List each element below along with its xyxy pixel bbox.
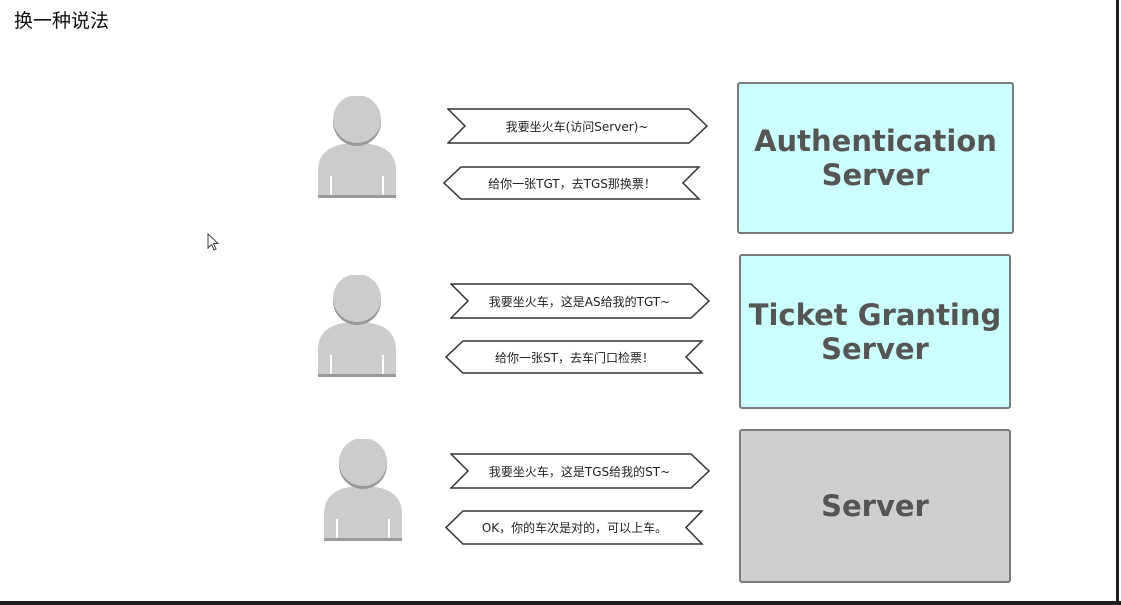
server-name-line: Server bbox=[821, 158, 930, 192]
page-border-right bbox=[1116, 0, 1119, 605]
server-name-line: Server bbox=[821, 489, 929, 523]
request-arrow: 我要坐火车，这是TGS给我的ST~ bbox=[449, 453, 711, 489]
server-box: Server bbox=[739, 429, 1011, 583]
response-text: OK，你的车次是对的，可以上车。 bbox=[481, 521, 668, 535]
page-border-bottom bbox=[0, 601, 1121, 605]
user-icon bbox=[316, 274, 398, 383]
request-text: 我要坐火车，这是TGS给我的ST~ bbox=[488, 464, 671, 479]
response-arrow: 给你一张ST，去车门口检票！ bbox=[444, 340, 704, 374]
authentication-server-box: Authentication Server bbox=[737, 82, 1014, 234]
user-icon bbox=[316, 95, 398, 204]
request-arrow: 我要坐火车(访问Server)~ bbox=[446, 108, 709, 144]
user-icon bbox=[322, 438, 404, 547]
response-text: 给你一张TGT，去TGS那换票！ bbox=[488, 176, 656, 191]
mouse-cursor-icon bbox=[207, 232, 220, 255]
server-name-line: Ticket Granting bbox=[748, 297, 1002, 332]
request-text: 我要坐火车(访问Server)~ bbox=[505, 119, 649, 134]
request-arrow: 我要坐火车，这是AS给我的TGT~ bbox=[449, 283, 711, 319]
server-name-line: Server bbox=[821, 331, 929, 366]
request-text: 我要坐火车，这是AS给我的TGT~ bbox=[488, 294, 671, 309]
page-title: 换一种说法 bbox=[14, 10, 110, 32]
server-name-line: Authentication bbox=[754, 124, 997, 158]
ticket-granting-server-box: Ticket Granting Server bbox=[739, 254, 1011, 409]
response-arrow: OK，你的车次是对的，可以上车。 bbox=[444, 510, 704, 545]
response-text: 给你一张ST，去车门口检票！ bbox=[495, 350, 654, 365]
response-arrow: 给你一张TGT，去TGS那换票！ bbox=[442, 166, 701, 200]
